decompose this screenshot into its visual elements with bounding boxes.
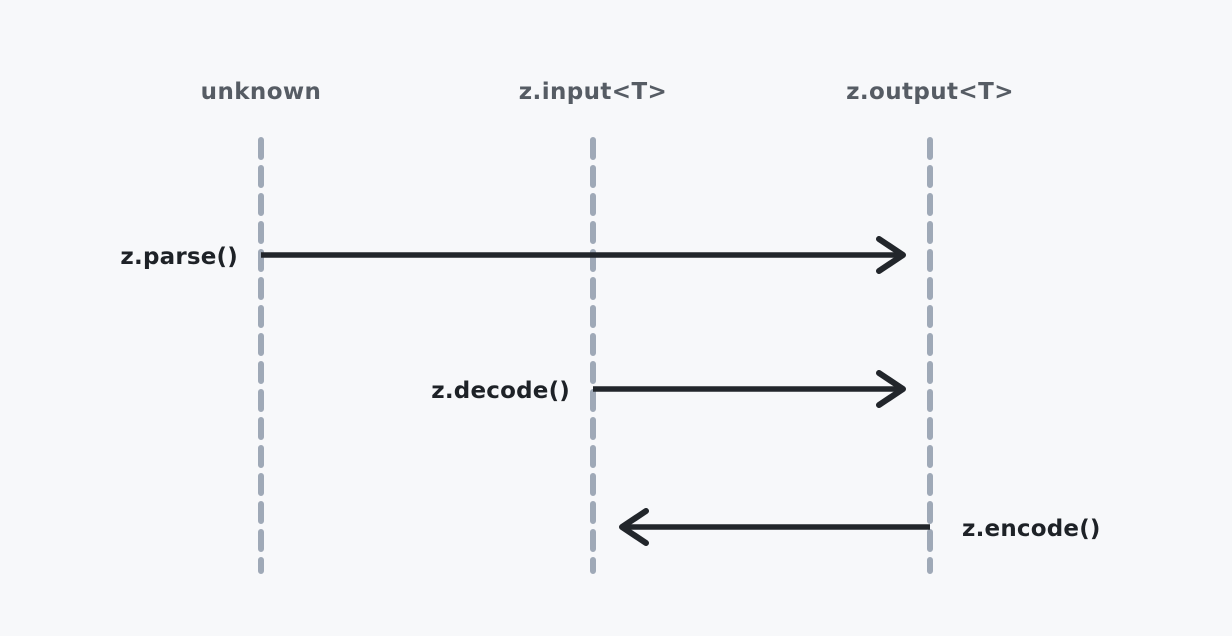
message-encode-arrowhead <box>619 508 649 546</box>
message-parse: z.parse() <box>120 236 906 274</box>
message-parse-label: z.parse() <box>120 244 238 270</box>
actor-label-z-output: z.output<T> <box>846 79 1014 105</box>
message-decode-arrowhead <box>876 370 906 408</box>
actor-label-unknown: unknown <box>201 79 322 105</box>
message-parse-arrowhead <box>876 236 906 274</box>
message-encode-label: z.encode() <box>962 516 1101 542</box>
message-encode: z.encode() <box>619 508 1101 546</box>
message-decode-label: z.decode() <box>431 378 570 404</box>
actor-label-z-input: z.input<T> <box>519 79 667 105</box>
message-decode: z.decode() <box>431 370 906 408</box>
